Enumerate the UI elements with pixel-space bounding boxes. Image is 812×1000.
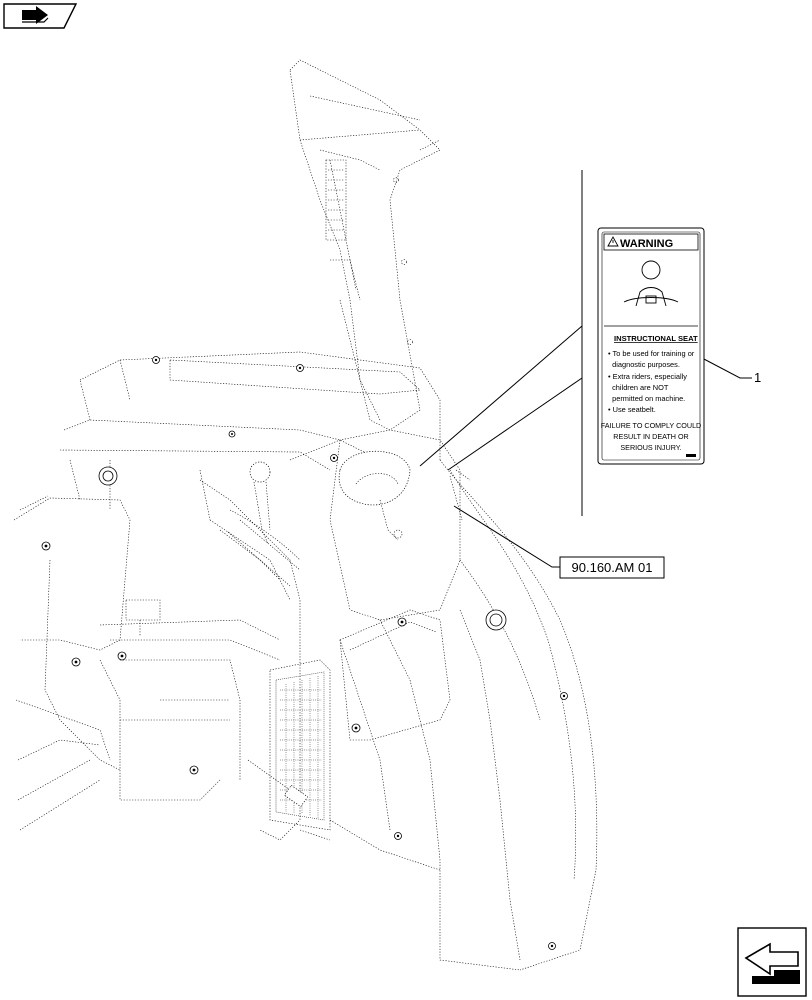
decal-line-4: children are NOT	[608, 383, 669, 392]
next-page-arrow-icon[interactable]	[737, 927, 807, 997]
decal-title: INSTRUCTIONAL SEAT	[614, 334, 698, 343]
warning-triangle-icon	[607, 236, 619, 247]
decal-line-6: • Use seatbelt.	[608, 405, 656, 414]
decal-line-3: • Extra riders, especially	[608, 372, 687, 381]
seatbelt-person-icon	[623, 260, 679, 307]
fastener-set	[41, 356, 568, 950]
reference-callout[interactable]: 90.160.AM 01	[559, 556, 665, 579]
grille-mesh	[280, 676, 322, 818]
reference-callout-label[interactable]: 90.160.AM 01	[572, 560, 653, 575]
decal-line-1: • To be used for training or	[608, 349, 695, 358]
fender-assembly-drawing	[13, 59, 598, 971]
decal-failure-1: FAILURE TO COMPLY COULD	[601, 421, 702, 430]
decal-line-2: diagnostic purposes.	[608, 360, 680, 369]
callout-leaders	[419, 170, 752, 568]
callout-item-1[interactable]: 1	[754, 370, 761, 385]
decal-failure-3: SERIOUS INJURY.	[620, 443, 681, 452]
book-arrow-icon[interactable]	[3, 3, 78, 29]
decal-header: WARNING	[620, 238, 673, 250]
decal-part-code-mark	[686, 454, 696, 457]
decal-line-5: permitted on machine.	[608, 394, 685, 403]
decal-failure-2: RESULT IN DEATH OR	[613, 432, 688, 441]
warning-decal: WARNING INSTRUCTIONAL SEAT • To be used …	[597, 227, 705, 465]
